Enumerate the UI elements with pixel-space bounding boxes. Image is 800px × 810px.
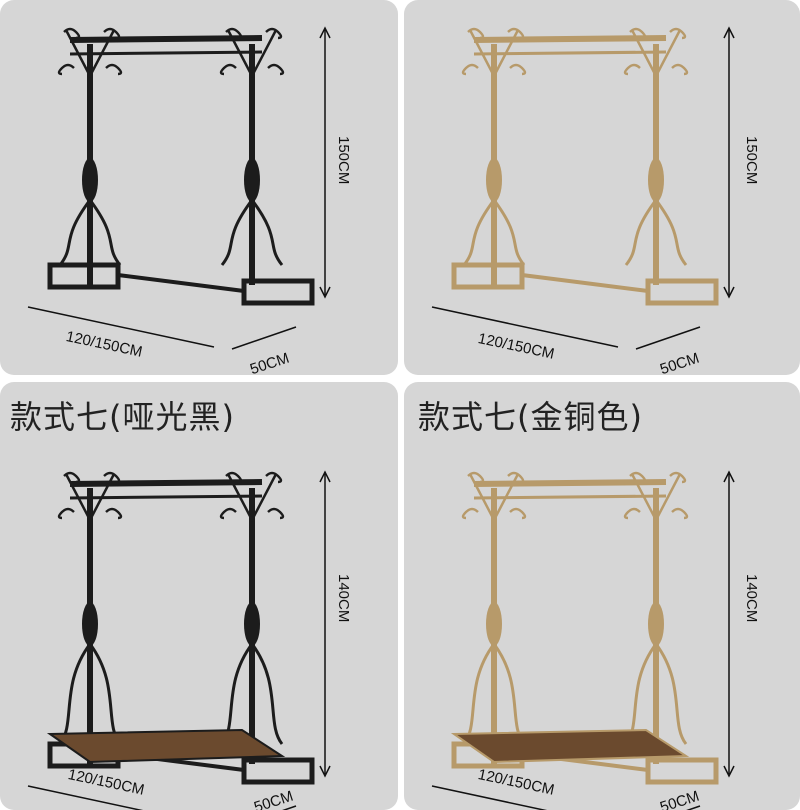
height-dimension-label: 140CM — [743, 574, 760, 623]
product-panel-black-140: 款式七(哑光黑) 140CM 120/150CM 50CM — [0, 382, 398, 810]
product-panel-black-150: 150CM 120/150CM 50CM — [0, 0, 398, 375]
style-title: 款式七(哑光黑) — [10, 398, 235, 436]
product-panel-gold-140: 款式七(金铜色) 140CM 120/150CM 50CM — [404, 382, 800, 810]
height-dimension-label: 150CM — [335, 136, 352, 185]
black-shelf-rack-image — [27, 470, 331, 810]
height-dimension-label: 150CM — [743, 136, 760, 185]
gold-shelf-rack-image — [431, 470, 735, 810]
black-clothes-rack-image — [27, 26, 331, 350]
style-title: 款式七(金铜色) — [418, 398, 643, 436]
height-dimension-label: 140CM — [335, 574, 352, 623]
product-panel-gold-150: 150CM 120/150CM 50CM — [404, 0, 800, 375]
gold-clothes-rack-image — [431, 26, 735, 350]
